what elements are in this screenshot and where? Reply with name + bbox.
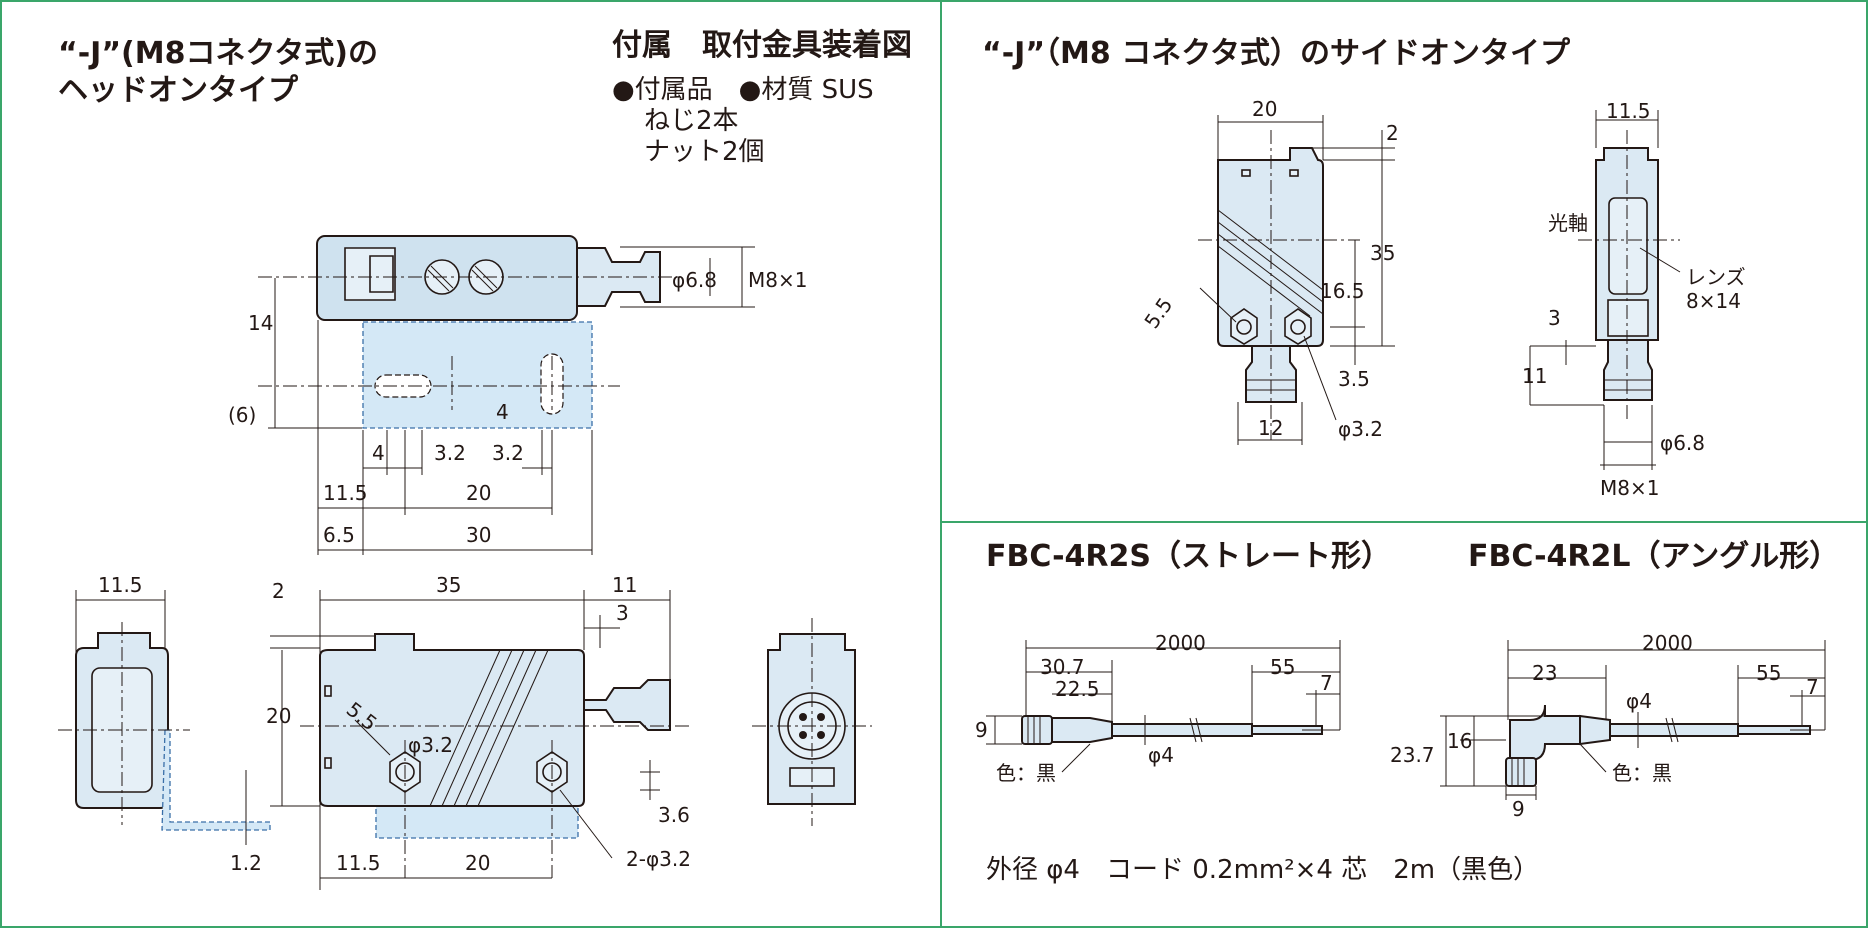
st-dim-9: 9 [975, 718, 988, 742]
front-dim-20: 20 [266, 704, 291, 728]
so-dim-12: 12 [1258, 416, 1283, 440]
ss-dim-3: 3 [1548, 306, 1561, 330]
side-on-front-view: 20 2 35 16.5 5.5 3.5 12 φ3.2 [1139, 97, 1399, 445]
angle-connector-elbow [1509, 704, 1581, 761]
st-dim-2000: 2000 [1155, 631, 1206, 655]
bracket-title: 付属 取付金具装着図 [612, 28, 912, 63]
an-dim-23: 23 [1532, 661, 1557, 685]
head-on-title-line1: “-J”(M8コネクタ式)の [58, 36, 378, 71]
so-dim-35: 35 [1370, 241, 1395, 265]
straight-cable-title: FBC-4R2S（ストレート形） [986, 539, 1391, 574]
st-dim-55: 55 [1270, 655, 1295, 679]
st-dim-225: 22.5 [1055, 677, 1100, 701]
so-dim-35b: 3.5 [1338, 367, 1370, 391]
an-dim-2000: 2000 [1642, 631, 1693, 655]
dim-32a: 3.2 [434, 441, 466, 465]
front-dim-11: 11 [612, 573, 637, 597]
head-on-end-view [752, 618, 872, 826]
side-on-body [1217, 147, 1324, 347]
accessories-line3: ナット2個 [644, 137, 765, 167]
dim-6: (6) [228, 403, 256, 427]
front-dim-36: 3.6 [658, 803, 690, 827]
ss-dim-lens-size: 8×14 [1686, 289, 1741, 313]
dim-115: 11.5 [323, 481, 368, 505]
dim-65: 6.5 [323, 523, 355, 547]
side-dim-115: 11.5 [98, 573, 143, 597]
head-on-side-view: 11.5 1.2 [58, 573, 271, 875]
front-dim-3: 3 [616, 601, 629, 625]
cable-panel: FBC-4R2S（ストレート形） FBC-4R2L（アングル形） 2000 30… [975, 539, 1839, 885]
side-bracket [161, 729, 271, 831]
so-dim-55: 5.5 [1139, 293, 1177, 333]
front-body [319, 633, 585, 807]
an-dim-9: 9 [1512, 797, 1525, 821]
cable-spec: 外径 φ4 コード 0.2mm²×4 芯 2m（黒色） [986, 855, 1539, 885]
ss-dim-11: 11 [1522, 364, 1547, 388]
side-on-panel: “-J”（M8 コネクタ式）のサイドオンタイプ [982, 36, 1746, 500]
an-dim-color: 色：黒 [1612, 761, 1672, 785]
an-dim-phi4: φ4 [1626, 689, 1652, 713]
angle-cable-title: FBC-4R2L（アングル形） [1468, 539, 1839, 574]
dim-4b: 4 [496, 400, 509, 424]
angle-connector-nut [1505, 757, 1537, 787]
dim-4a: 4 [372, 441, 385, 465]
side-on-title: “-J”（M8 コネクタ式）のサイドオンタイプ [982, 36, 1571, 71]
st-dim-307: 30.7 [1040, 655, 1085, 679]
side-dim-12: 1.2 [230, 851, 262, 875]
angle-cable-drawing: 2000 23 φ4 55 7 23.7 16 9 色：黒 [1390, 631, 1826, 821]
dim-14: 14 [248, 311, 273, 335]
front-dim-2phi32: 2-φ3.2 [626, 847, 691, 871]
so-dim-2: 2 [1386, 121, 1399, 145]
an-dim-16: 16 [1447, 729, 1472, 753]
front-dim-2: 2 [272, 579, 285, 603]
front-connector [583, 679, 671, 731]
dim-m8: M8×1 [748, 268, 807, 292]
dim-20: 20 [466, 481, 491, 505]
straight-cable [1111, 723, 1253, 737]
an-dim-7: 7 [1806, 675, 1819, 699]
straight-cable-drawing: 2000 30.7 22.5 55 7 9 φ4 色：黒 [975, 631, 1341, 785]
side-on-side-view: 11.5 光軸 レンズ 8×14 3 11 φ6.8 M8×1 [1522, 99, 1746, 500]
so-dim-20: 20 [1252, 97, 1277, 121]
st-dim-color: 色：黒 [996, 761, 1056, 785]
head-on-front-view: 2 35 11 3 20 5.5 φ3.2 3.6 2-φ3.2 11.5 20 [266, 573, 691, 890]
dim-32b: 3.2 [492, 441, 524, 465]
ss-dim-115: 11.5 [1606, 99, 1651, 123]
head-on-title-line2: ヘッドオンタイプ [58, 73, 299, 108]
an-dim-237: 23.7 [1390, 743, 1435, 767]
dim-30: 30 [466, 523, 491, 547]
so-dim-165: 16.5 [1320, 279, 1365, 303]
ss-dim-m8: M8×1 [1600, 476, 1659, 500]
straight-connector-boot [1051, 717, 1113, 743]
side-on-side-connector [1603, 339, 1653, 401]
st-dim-7: 7 [1320, 671, 1333, 695]
so-dim-phi32: φ3.2 [1338, 417, 1383, 441]
lens [1608, 197, 1648, 295]
front-dim-phi32: φ3.2 [408, 733, 453, 757]
accessories-line2: ねじ2本 [644, 106, 739, 136]
ss-dim-axis: 光軸 [1548, 211, 1588, 235]
front-dim-35: 35 [436, 573, 461, 597]
st-dim-phi4: φ4 [1148, 743, 1174, 767]
dim-phi68: φ6.8 [672, 268, 717, 292]
straight-connector-nut [1021, 715, 1053, 745]
head-on-panel: “-J”(M8コネクタ式)の ヘッドオンタイプ 付属 取付金具装着図 ●付属品 … [58, 28, 912, 890]
front-dim-115: 11.5 [336, 851, 381, 875]
accessories-line1: ●付属品 ●材質 SUS [612, 75, 874, 105]
an-dim-55: 55 [1756, 661, 1781, 685]
ss-dim-phi68: φ6.8 [1660, 431, 1705, 455]
head-on-top-view: φ6.8 M8×1 14 (6) 4 3.2 3.2 4 11.5 20 6.5 [228, 235, 807, 555]
front-dim-20b: 20 [465, 851, 490, 875]
ss-dim-lens: レンズ [1686, 265, 1746, 289]
